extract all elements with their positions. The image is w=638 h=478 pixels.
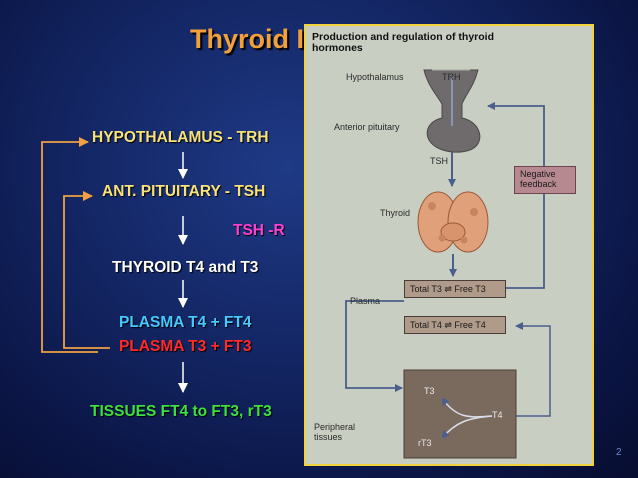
label-tsh: TSH bbox=[430, 156, 448, 166]
label-trh: TRH bbox=[442, 72, 461, 82]
label-thyroid: Thyroid bbox=[380, 208, 411, 218]
flow-thyroid: THYROID T4 and T3 bbox=[112, 259, 259, 276]
negative-feedback-loop bbox=[487, 102, 545, 289]
total-t4-box: Total T4 ⇌ Free T4 bbox=[404, 316, 506, 334]
label-plasma: Plasma bbox=[350, 296, 381, 306]
label-peripheral-tissues: Peripheral tissues bbox=[314, 422, 356, 442]
feedback-bracket-inner bbox=[63, 191, 110, 349]
flow-plasma-t3: PLASMA T3 + FT3 bbox=[119, 338, 252, 355]
thyroid-gland-shape bbox=[417, 191, 489, 253]
negative-feedback-box: Negative feedback bbox=[514, 166, 576, 194]
feedback-bracket-outer bbox=[41, 137, 98, 353]
label-tissue-rt3: rT3 bbox=[418, 438, 432, 448]
flow-plasma-t4: PLASMA T4 + FT4 bbox=[119, 314, 252, 331]
label-tissue-t4: T4 bbox=[492, 410, 503, 420]
flow-hypothalamus: HYPOTHALAMUS - TRH bbox=[92, 129, 269, 146]
figure-drawing bbox=[345, 69, 551, 459]
flow-tissues: TISSUES FT4 to FT3, rT3 bbox=[90, 403, 272, 420]
flow-pituitary: ANT. PITUITARY - TSH bbox=[102, 183, 266, 200]
label-anterior-pituitary: Anterior pituitary bbox=[334, 122, 400, 132]
plasma-to-tissues-loop bbox=[345, 300, 404, 392]
flow-tsh-receptor: TSH -R bbox=[233, 222, 285, 239]
thyroid-regulation-figure: Production and regulation of thyroid hor… bbox=[304, 24, 594, 466]
label-hypothalamus: Hypothalamus bbox=[346, 72, 404, 82]
slide-page-number: 2 bbox=[616, 447, 622, 458]
figure-title: Production and regulation of thyroid hor… bbox=[312, 31, 494, 54]
label-tissue-t3: T3 bbox=[424, 386, 435, 396]
slide-title: Thyroid I bbox=[190, 24, 304, 54]
total-t3-box: Total T3 ⇌ Free T3 bbox=[404, 280, 506, 298]
